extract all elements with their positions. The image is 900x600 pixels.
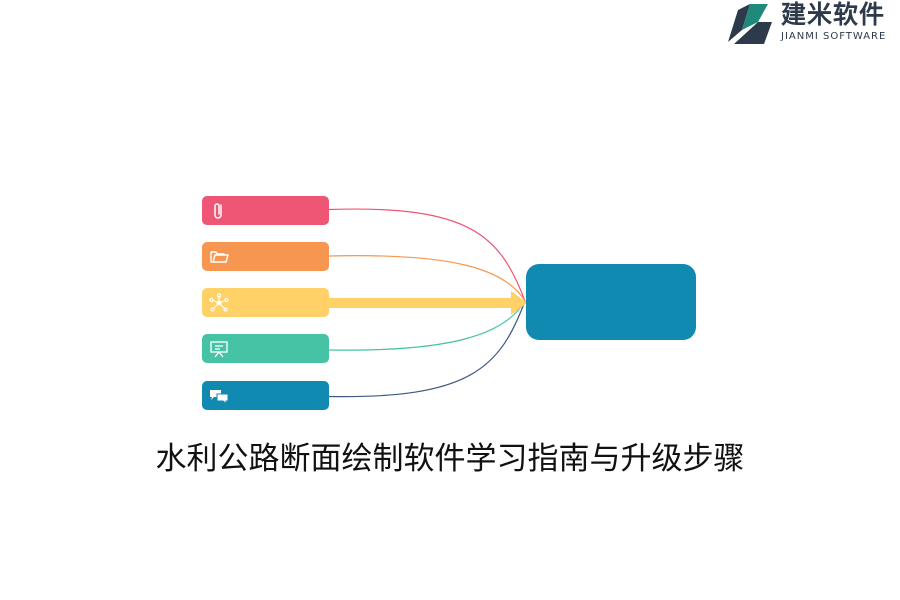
paperclip-icon (214, 203, 222, 219)
connector-4 (328, 300, 526, 351)
chat-bubbles-icon (210, 390, 229, 406)
highlight-arrow-shaft (329, 298, 513, 308)
connector-2 (328, 255, 526, 302)
item-pill-4 (202, 334, 329, 363)
page-title: 水利公路断面绘制软件学习指南与升级步骤 (155, 441, 745, 477)
presentation-board-icon (210, 341, 228, 358)
item-pill-2 (202, 242, 329, 271)
network-icon (209, 293, 229, 312)
brand-logo: 建米软件 JIANMI SOFTWARE (724, 0, 900, 48)
item-pill-3 (202, 288, 329, 317)
connector-5 (328, 300, 526, 398)
jianmi-logo-icon (728, 4, 772, 44)
folder-open-icon (210, 251, 229, 263)
target-box (526, 264, 696, 340)
item-pill-1 (202, 196, 329, 225)
item-pill-5 (202, 381, 329, 410)
highlight-arrow-head (511, 291, 527, 315)
brand-name-en: JIANMI SOFTWARE (781, 31, 887, 42)
brand-name-cn: 建米软件 (781, 0, 886, 29)
connector-1 (328, 208, 526, 302)
